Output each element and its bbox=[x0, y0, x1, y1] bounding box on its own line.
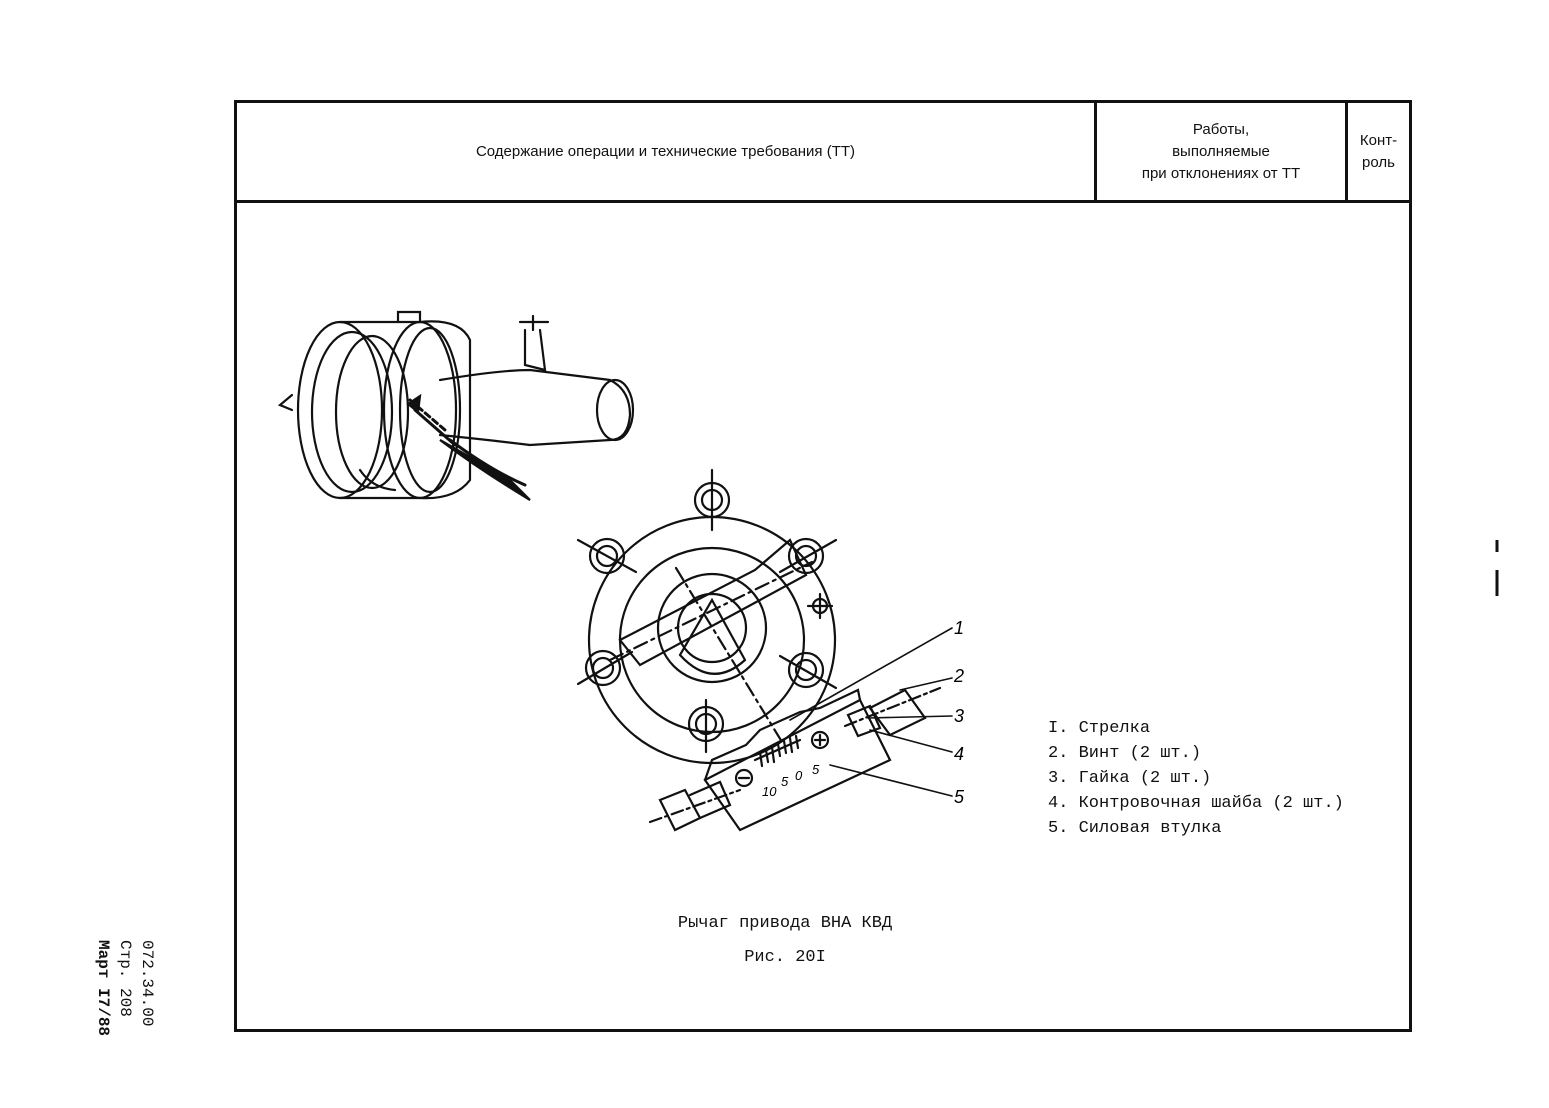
nut-lower-left bbox=[576, 649, 634, 687]
header-deviation-line-1: Работы, bbox=[1192, 120, 1250, 138]
header-deviation-line-3: при отклонениях от ТТ bbox=[1141, 164, 1301, 182]
header-control: Конт- роль bbox=[1348, 103, 1409, 200]
legend-item: I. Стрелка bbox=[1048, 719, 1151, 738]
legend-item: 2. Винт (2 шт.) bbox=[1048, 744, 1202, 763]
column-divider-2 bbox=[1345, 103, 1348, 200]
table-frame: Содержание операции и технические требов… bbox=[234, 100, 1412, 1032]
nut-top bbox=[693, 468, 731, 532]
engine-view-illustration bbox=[277, 310, 635, 501]
figure-number: Рис. 20I bbox=[744, 948, 826, 967]
parts-legend: I. Стрелка 2. Винт (2 шт.) 3. Гайка (2 ш… bbox=[1048, 716, 1344, 841]
nut-bottom bbox=[687, 698, 725, 754]
callout-leaders bbox=[789, 627, 953, 797]
figure-title: Рычаг привода ВНА КВД bbox=[677, 914, 893, 933]
legend-item: 3. Гайка (2 шт.) bbox=[1048, 769, 1212, 788]
callout-3: 3 bbox=[954, 706, 964, 726]
callout-5: 5 bbox=[954, 787, 965, 807]
column-divider-1 bbox=[1094, 103, 1097, 200]
header-control-line-1: Конт- bbox=[1359, 131, 1398, 149]
front-view-flange bbox=[576, 468, 838, 765]
header-control-line-2: роль bbox=[1362, 153, 1395, 171]
doc-code: 072.34.00 bbox=[138, 940, 156, 1027]
callout-4: 4 bbox=[954, 744, 964, 764]
legend-item: 4. Контровочная шайба (2 шт.) bbox=[1048, 794, 1344, 813]
header-operation-label: Содержание операции и технические требов… bbox=[475, 142, 856, 160]
scale-label-10: 10 bbox=[762, 784, 777, 799]
revision-date: Март I7/88 bbox=[94, 940, 112, 1037]
callout-1: 1 bbox=[954, 618, 964, 638]
header-deviation-line-2: выполняемые bbox=[1172, 142, 1270, 160]
nut-upper-left bbox=[576, 537, 638, 575]
header-operation: Содержание операции и технические требов… bbox=[237, 103, 1094, 200]
legend-item: 5. Силовая втулка bbox=[1048, 819, 1222, 838]
scale-label-5-right: 5 bbox=[812, 762, 820, 777]
scale-label-0: 0 bbox=[795, 768, 803, 783]
header-deviation: Работы, выполняемые при отклонениях от Т… bbox=[1097, 103, 1345, 200]
callout-2: 2 bbox=[953, 666, 964, 686]
scale-label-5-left: 5 bbox=[781, 774, 789, 789]
force-bushing bbox=[648, 686, 942, 832]
side-stamp: 072.34.00 Стр. 208 Март I7/88 bbox=[92, 940, 158, 1036]
header-divider bbox=[237, 200, 1409, 203]
nut-lower-right bbox=[778, 651, 838, 690]
page-number: Стр. 208 bbox=[116, 940, 134, 1017]
